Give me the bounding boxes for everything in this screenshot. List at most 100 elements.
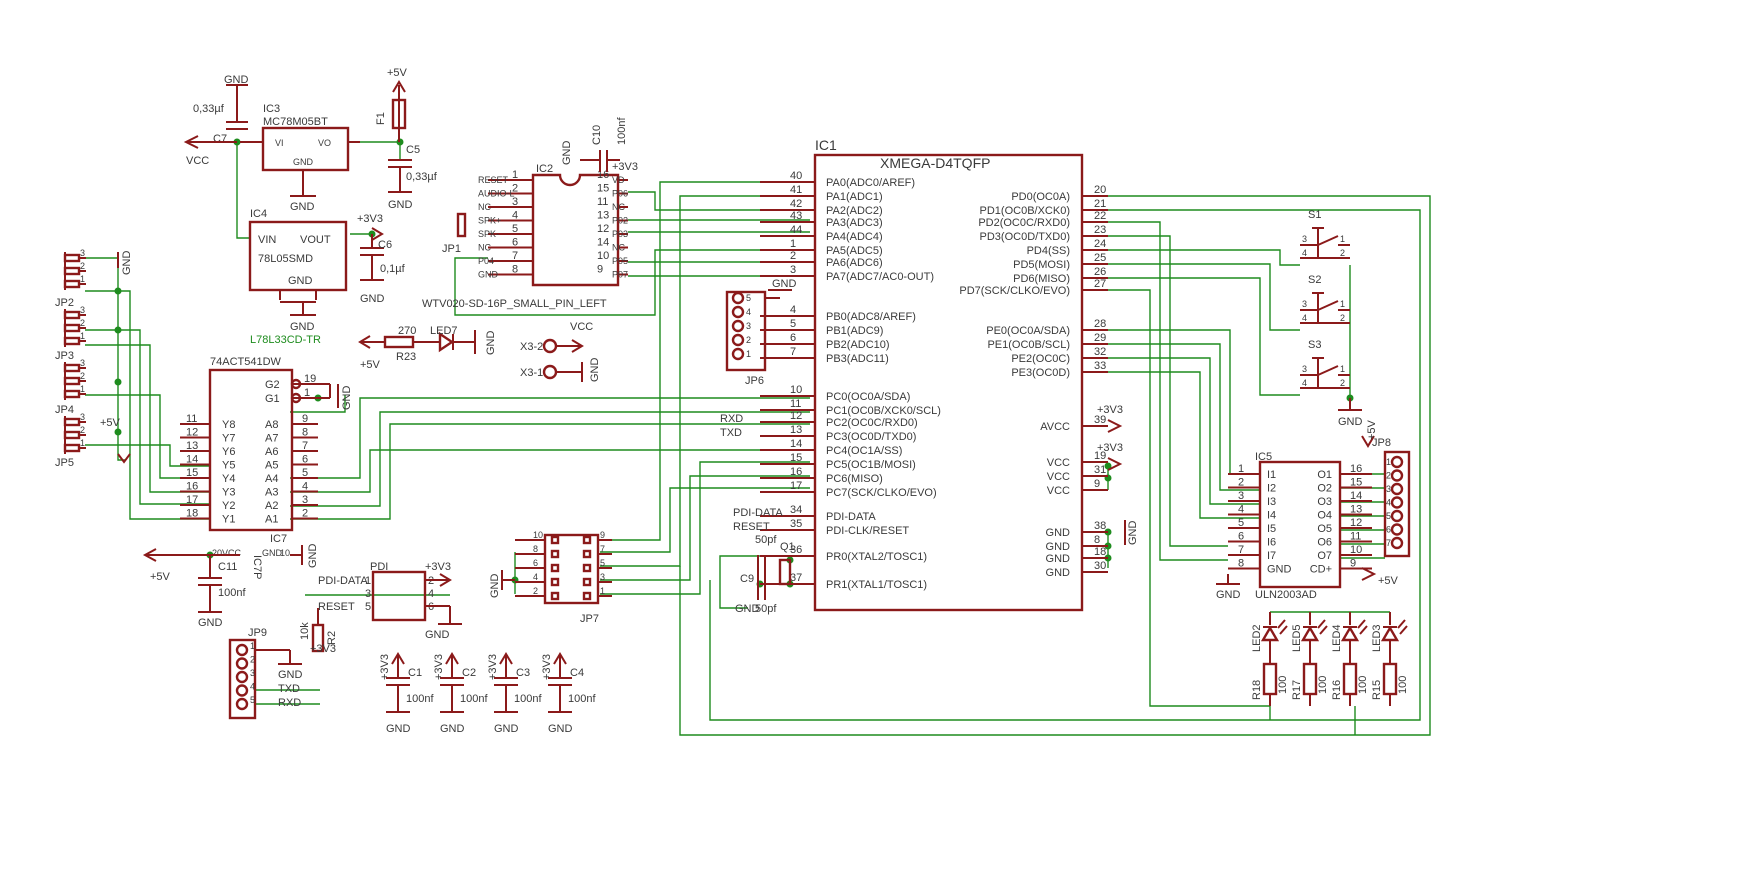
c9-value: 50pf [755, 603, 777, 615]
ic7-pin-num: 9 [302, 413, 308, 425]
ic1-right-pins: 20PD0(OC0A)21PD1(OC0B/XCK0)22PD2(OC0C/RX… [959, 184, 1108, 579]
jp-pin [63, 430, 81, 440]
jp7-pad [582, 549, 592, 559]
jp4-ref: JP4 [55, 404, 74, 416]
jp5-ref: JP5 [55, 457, 74, 469]
jp-pin [63, 279, 81, 289]
jp-pin-num: 2 [80, 425, 85, 435]
ic5-pin-name: O5 [1317, 523, 1332, 535]
ic7-pin-num: 5 [302, 467, 308, 479]
ic4-gnd-sym: GND [290, 321, 315, 333]
led-ray [1359, 625, 1368, 635]
jp-pin [63, 376, 81, 386]
ic2-pin-name: GND [478, 270, 499, 280]
ic1-pin-name: PA6(ADC6) [826, 257, 883, 269]
ic7-pin-num: 8 [302, 427, 308, 439]
ic1-pin-num: 38 [1094, 520, 1106, 532]
r23-led7: 270 R23 LED7 +5V GND [358, 325, 497, 371]
jp8-pin-num: 7 [1386, 538, 1391, 548]
ic1-body [813, 153, 1084, 612]
ic2-pin-num: 7 [512, 250, 518, 262]
s-pin: 4 [1302, 378, 1307, 388]
ic7-pin-num: 7 [302, 440, 308, 452]
crystal-section: Q1 50pf C9 50pf GND [735, 534, 795, 615]
s-blade [1317, 300, 1339, 311]
ic3-vi: VI [275, 138, 284, 148]
pdi-pin5: 5 [365, 601, 371, 613]
pdi-gnd: GND [425, 629, 450, 641]
jp-pin-num: 3 [80, 412, 85, 422]
c1-gnd: GND [386, 723, 411, 735]
ic1-pin-name: PC4(OC1A/SS) [826, 445, 902, 457]
ic1-pin-num: 29 [1094, 332, 1106, 344]
pdi-ref: PDI [370, 561, 388, 573]
ic7-side-ref: IC7P [251, 555, 263, 579]
pdi-pin1: 1 [365, 575, 371, 587]
ic5-part: ULN2003AD [1255, 589, 1317, 601]
ic1-pin-name: GND [1046, 541, 1071, 553]
ic7-gnd-num: 10 [280, 548, 290, 558]
r23-ref: R23 [396, 351, 416, 363]
c11-ref: C11 [218, 561, 237, 573]
ic7-gnd-sym: GND [307, 544, 319, 569]
ic1-pin-num: 30 [1094, 560, 1106, 572]
jp9-pin-num: 1 [250, 641, 255, 651]
ic1-pin-name: PA7(ADC7/AC0-OUT) [826, 271, 934, 283]
ic1-pin-name: PD2(OC0C/RXD0) [978, 217, 1070, 229]
jp-pin-num: 3 [80, 358, 85, 368]
ic5-pin-name: I4 [1267, 510, 1276, 522]
ic5-pin-name: I6 [1267, 537, 1276, 549]
ic7-pin-name: A4 [265, 473, 278, 485]
ic1-pin-num: 37 [790, 572, 802, 584]
c1-ref: C1 [408, 667, 422, 679]
jp9-pin [235, 643, 249, 657]
ic1-pin-name: PD5(MOSI) [1013, 259, 1070, 271]
ic1-pin-num: 32 [1094, 346, 1106, 358]
ic7-gnd: GND [341, 386, 353, 411]
c5-gnd: GND [388, 199, 413, 211]
r2-ref: R2 [326, 631, 338, 645]
ic5-pin-num: 7 [1238, 544, 1244, 556]
ic1-pin-num: 16 [790, 466, 802, 478]
ic1-pin-name: PB1(ADC9) [826, 325, 883, 337]
ic1-pin-num: 34 [790, 504, 802, 516]
ic7-pin-num: 17 [186, 494, 198, 506]
ic1-pin-name: PD3(OC0D/TXD0) [980, 231, 1070, 243]
ic1-pin-name: PDI-CLK/RESET [826, 525, 909, 537]
jp9-pin [235, 670, 249, 684]
ic2-pin-num: 13 [597, 210, 609, 222]
jp9-gnd: GND [278, 669, 303, 681]
led-symbol [1380, 625, 1400, 642]
jp-pin [63, 266, 81, 276]
ic1-pin-name: PB3(ADC11) [826, 353, 889, 365]
jp7-pad [582, 591, 592, 601]
ic1-microcontroller: IC1 XMEGA-D4TQFP 40PA0(ADC0/AREF)41PA1(A… [720, 137, 1108, 612]
led-symbol [1340, 625, 1360, 642]
ic2-pin-name: AUDIO-L [478, 189, 515, 199]
x3-vcc: VCC [570, 321, 593, 333]
ic1-pin-num: 7 [790, 346, 796, 358]
ic5-pin-name: I2 [1267, 483, 1276, 495]
ic2-pin-name: NC [612, 243, 625, 253]
ic7-pin-name: A6 [265, 446, 278, 458]
ic2-pin-name: NC [478, 202, 491, 212]
jp7-pin-num: 5 [600, 558, 605, 568]
ic2-pin-name: P06 [612, 189, 628, 199]
net-reset: RESET [733, 521, 770, 533]
ic2-body [531, 173, 620, 287]
c11-capacitor: C11 100nf GND [198, 555, 246, 629]
ic7-pin-name: A1 [265, 514, 278, 526]
ic5-pin-num: 12 [1350, 517, 1362, 529]
c6-value: 0,1µf [380, 263, 406, 275]
ic1-pin-name: PA0(ADC0/AREF) [826, 177, 915, 189]
resistor-body [1262, 662, 1278, 696]
jp7-pad [582, 577, 592, 587]
ic7-pin-name: Y8 [222, 419, 235, 431]
resistor-value: 100 [1277, 676, 1289, 694]
ic1-pin-name: PD4(SS) [1027, 245, 1070, 257]
jp6-pin [731, 319, 745, 333]
c6-capacitor: C6 0,1µf GND +3V3 [357, 213, 406, 305]
